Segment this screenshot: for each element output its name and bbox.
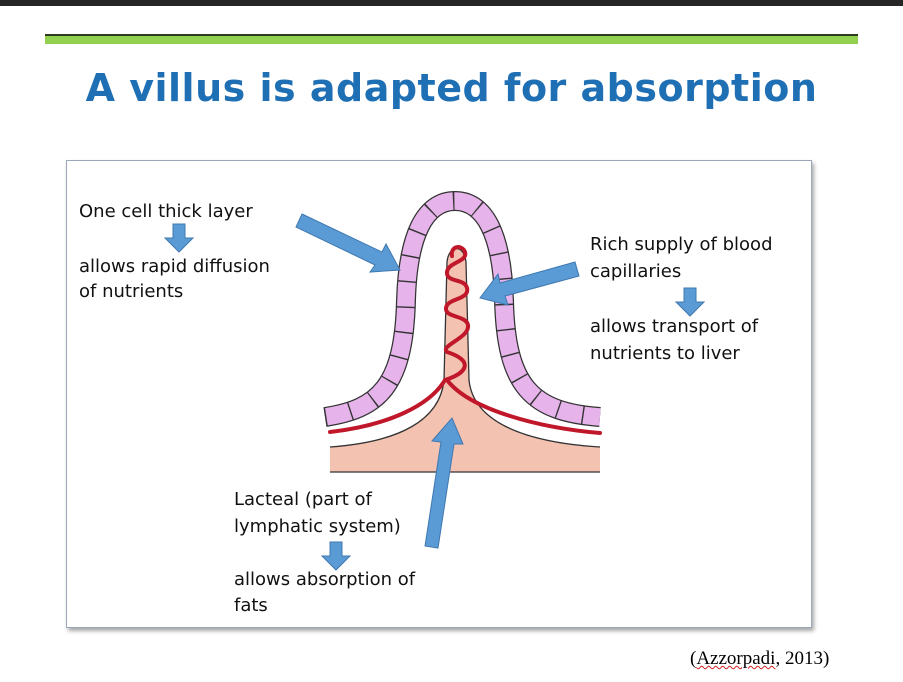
epithelium-effect-line2: of nutrients (79, 281, 184, 302)
blood-capillary (328, 245, 602, 435)
epithelium-layer (323, 192, 601, 426)
citation-open: ( (690, 648, 697, 669)
header-rule (45, 34, 858, 44)
lacteal-effect-line2: fats (234, 595, 268, 616)
capillaries-effect-line2: nutrients to liver (590, 343, 740, 364)
capillaries-effect-line1: allows transport of (590, 316, 759, 337)
citation: (Azzorpadi, 2013) (690, 648, 829, 670)
capillaries-label-line1: Rich supply of blood (590, 234, 773, 255)
citation-year: , 2013) (775, 648, 830, 669)
arrow-to-capillaries (479, 261, 580, 306)
epithelium-effect-line1: allows rapid diffusion (79, 256, 270, 277)
window-top-bar (0, 0, 903, 6)
capillaries-label-line2: capillaries (590, 261, 682, 282)
down-arrow-epithelium (163, 223, 195, 253)
epithelium-label: One cell thick layer (79, 201, 253, 222)
lacteal-label-line1: Lacteal (part of (234, 489, 372, 510)
lacteal-effect-line1: allows absorption of (234, 569, 416, 590)
down-arrow-capillaries (674, 287, 706, 317)
arrow-to-epithelium (295, 213, 401, 273)
arrow-to-lacteal (424, 417, 464, 549)
citation-author: Azzorpadi (696, 648, 776, 669)
slide-title: A villus is adapted for absorption (85, 66, 818, 110)
down-arrow-lacteal (320, 541, 352, 571)
lacteal-label-line2: lymphatic system) (234, 516, 401, 537)
